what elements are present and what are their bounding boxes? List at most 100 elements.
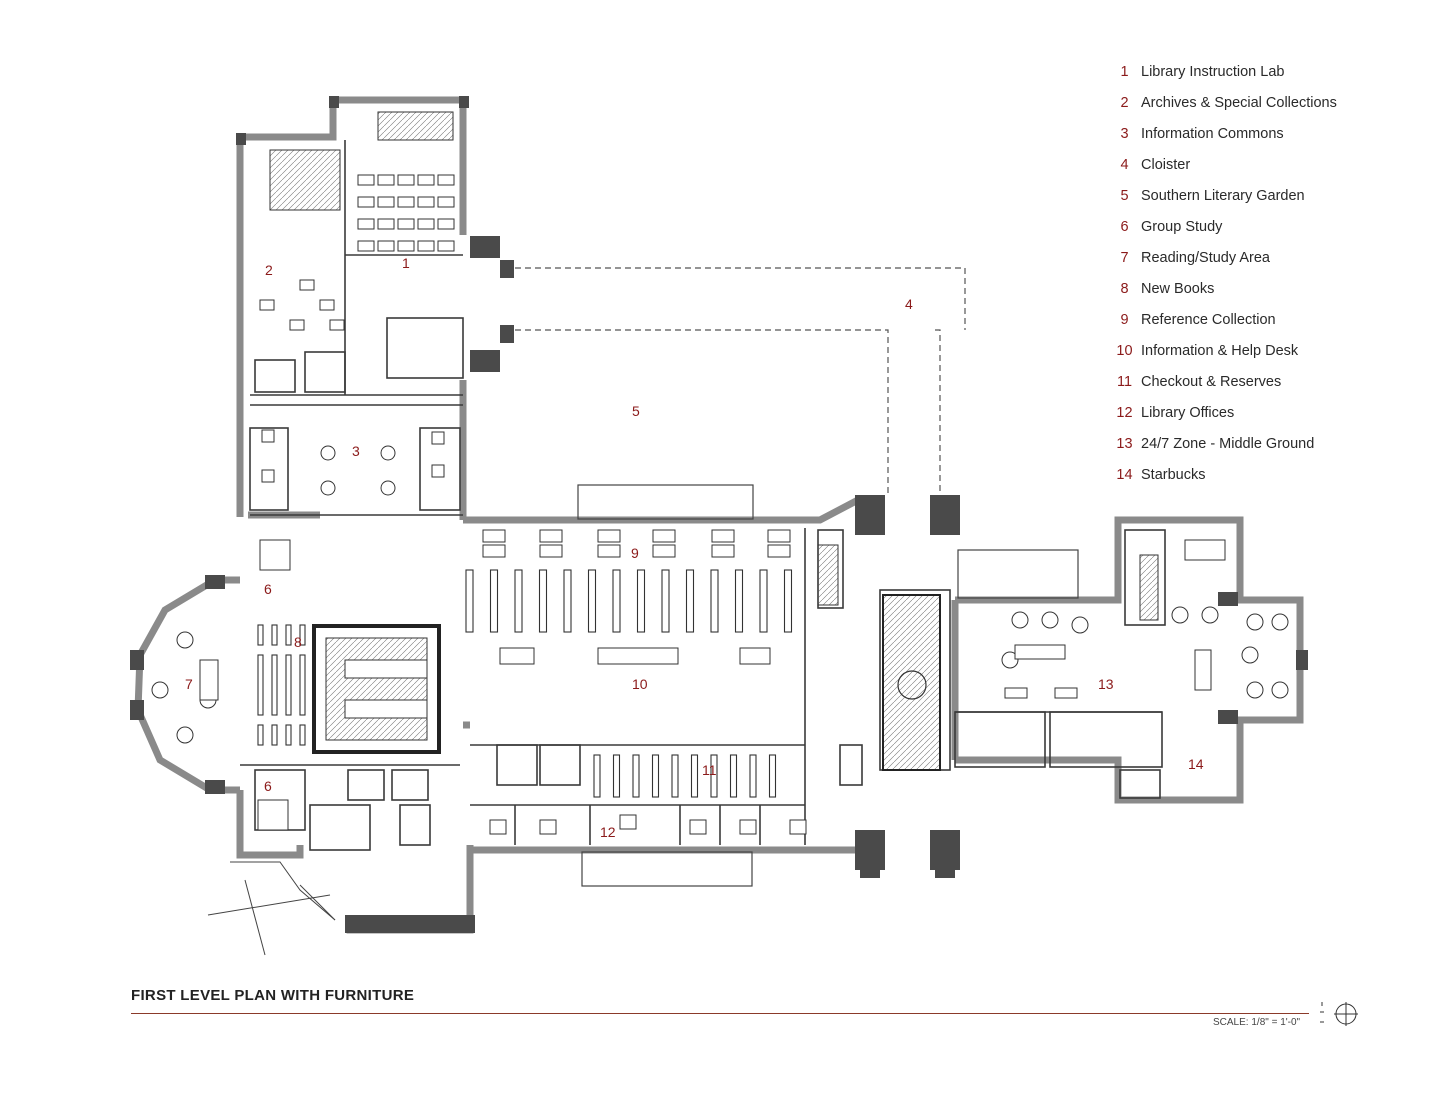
desk xyxy=(437,240,455,252)
carrel xyxy=(652,544,676,558)
bookshelf xyxy=(729,754,738,798)
desk xyxy=(357,196,375,208)
furniture xyxy=(151,279,1289,835)
desk xyxy=(417,196,435,208)
room-label-9: 9 xyxy=(631,545,639,561)
legend-label: Reading/Study Area xyxy=(1141,250,1270,266)
office-desk xyxy=(489,819,507,835)
bookshelf xyxy=(759,569,768,633)
carrel xyxy=(597,529,621,543)
round-table xyxy=(380,480,396,496)
desk xyxy=(357,218,375,230)
legend-label: New Books xyxy=(1141,281,1215,297)
legend-number: 11 xyxy=(1116,374,1133,390)
legend-label: Group Study xyxy=(1141,219,1223,235)
help-desk xyxy=(597,647,679,665)
bookshelf xyxy=(285,624,292,646)
bookshelf xyxy=(710,569,719,633)
bookshelf xyxy=(285,724,292,746)
group-table xyxy=(259,539,291,571)
bookshelf xyxy=(563,569,572,633)
legend-number: 2 xyxy=(1120,95,1129,111)
room-label-14: 14 xyxy=(1188,756,1204,772)
bookshelf xyxy=(612,569,621,633)
bookshelf xyxy=(690,754,699,798)
buttresses xyxy=(130,96,1308,933)
carrel xyxy=(539,529,563,543)
checkout-shelves xyxy=(593,754,777,798)
legend-label: Reference Collection xyxy=(1141,312,1276,328)
title-rule xyxy=(131,1013,1309,1014)
room-label-10: 10 xyxy=(632,676,648,692)
round-table xyxy=(176,726,194,744)
room-label-3: 3 xyxy=(352,443,360,459)
cafe-table xyxy=(1171,606,1189,624)
desk xyxy=(417,240,435,252)
workstation xyxy=(261,469,275,483)
bookshelf xyxy=(299,724,306,746)
legend-number: 13 xyxy=(1116,436,1133,452)
cafe-table xyxy=(1071,616,1089,634)
bookshelf xyxy=(489,569,499,633)
legend-item: 10 Information & Help Desk xyxy=(1108,343,1408,374)
bookshelf xyxy=(636,569,646,633)
office-desk xyxy=(619,814,637,830)
reference-shelves xyxy=(465,569,793,633)
stair-core xyxy=(269,111,1159,771)
desk xyxy=(299,279,315,291)
cafe-table xyxy=(1271,681,1289,699)
workstation xyxy=(261,429,275,443)
counter xyxy=(1014,644,1066,660)
bookshelf xyxy=(612,754,621,798)
legend-label: Information & Help Desk xyxy=(1141,343,1299,359)
desk xyxy=(417,174,435,186)
legend-item: 1 Library Instruction Lab xyxy=(1108,64,1408,95)
bookshelf xyxy=(593,754,601,798)
carrel xyxy=(539,544,563,558)
bench xyxy=(1004,687,1028,699)
cafe-table xyxy=(1246,681,1264,699)
legend-number: 1 xyxy=(1120,64,1129,80)
bookshelf xyxy=(632,754,640,798)
legend-label: Information Commons xyxy=(1141,126,1284,142)
lounge-sofa xyxy=(739,647,771,665)
legend-item: 5 Southern Literary Garden xyxy=(1108,188,1408,219)
room-label-7: 7 xyxy=(185,676,193,692)
desk xyxy=(397,240,415,252)
office-desk xyxy=(789,819,807,835)
desk xyxy=(259,299,275,311)
legend-label: Southern Literary Garden xyxy=(1141,188,1305,204)
desk xyxy=(437,218,455,230)
room-label-13: 13 xyxy=(1098,676,1114,692)
desk xyxy=(417,218,435,230)
legend-label: Archives & Special Collections xyxy=(1141,95,1337,111)
scale-label: SCALE: 1/8" = 1'-0" xyxy=(1213,1017,1301,1028)
legend-number: 7 xyxy=(1120,250,1129,266)
bookshelf xyxy=(257,624,264,646)
bookshelf xyxy=(768,754,777,798)
legend-number: 12 xyxy=(1116,405,1133,421)
legend-number: 10 xyxy=(1116,343,1133,359)
bookshelf xyxy=(783,569,793,633)
legend: 1 Library Instruction Lab 2 Archives & Spec… xyxy=(1108,64,1408,498)
round-table xyxy=(380,445,396,461)
bookshelf xyxy=(271,654,278,716)
office-desk xyxy=(739,819,757,835)
cafe-table xyxy=(1011,611,1029,629)
legend-number: 6 xyxy=(1120,219,1129,235)
room-label-1: 1 xyxy=(402,255,410,271)
legend-number: 5 xyxy=(1120,188,1129,204)
room-label-4: 4 xyxy=(905,296,913,312)
legend-number: 4 xyxy=(1120,157,1129,173)
desk xyxy=(437,174,455,186)
cloister-outline xyxy=(515,267,966,495)
desk xyxy=(377,196,395,208)
carrel xyxy=(767,544,791,558)
bench xyxy=(1054,687,1078,699)
legend-label: Library Instruction Lab xyxy=(1141,64,1285,80)
bookshelf xyxy=(257,724,264,746)
plan-title: FIRST LEVEL PLAN WITH FURNITURE xyxy=(131,987,415,1004)
carrel xyxy=(711,529,735,543)
round-table xyxy=(320,480,336,496)
